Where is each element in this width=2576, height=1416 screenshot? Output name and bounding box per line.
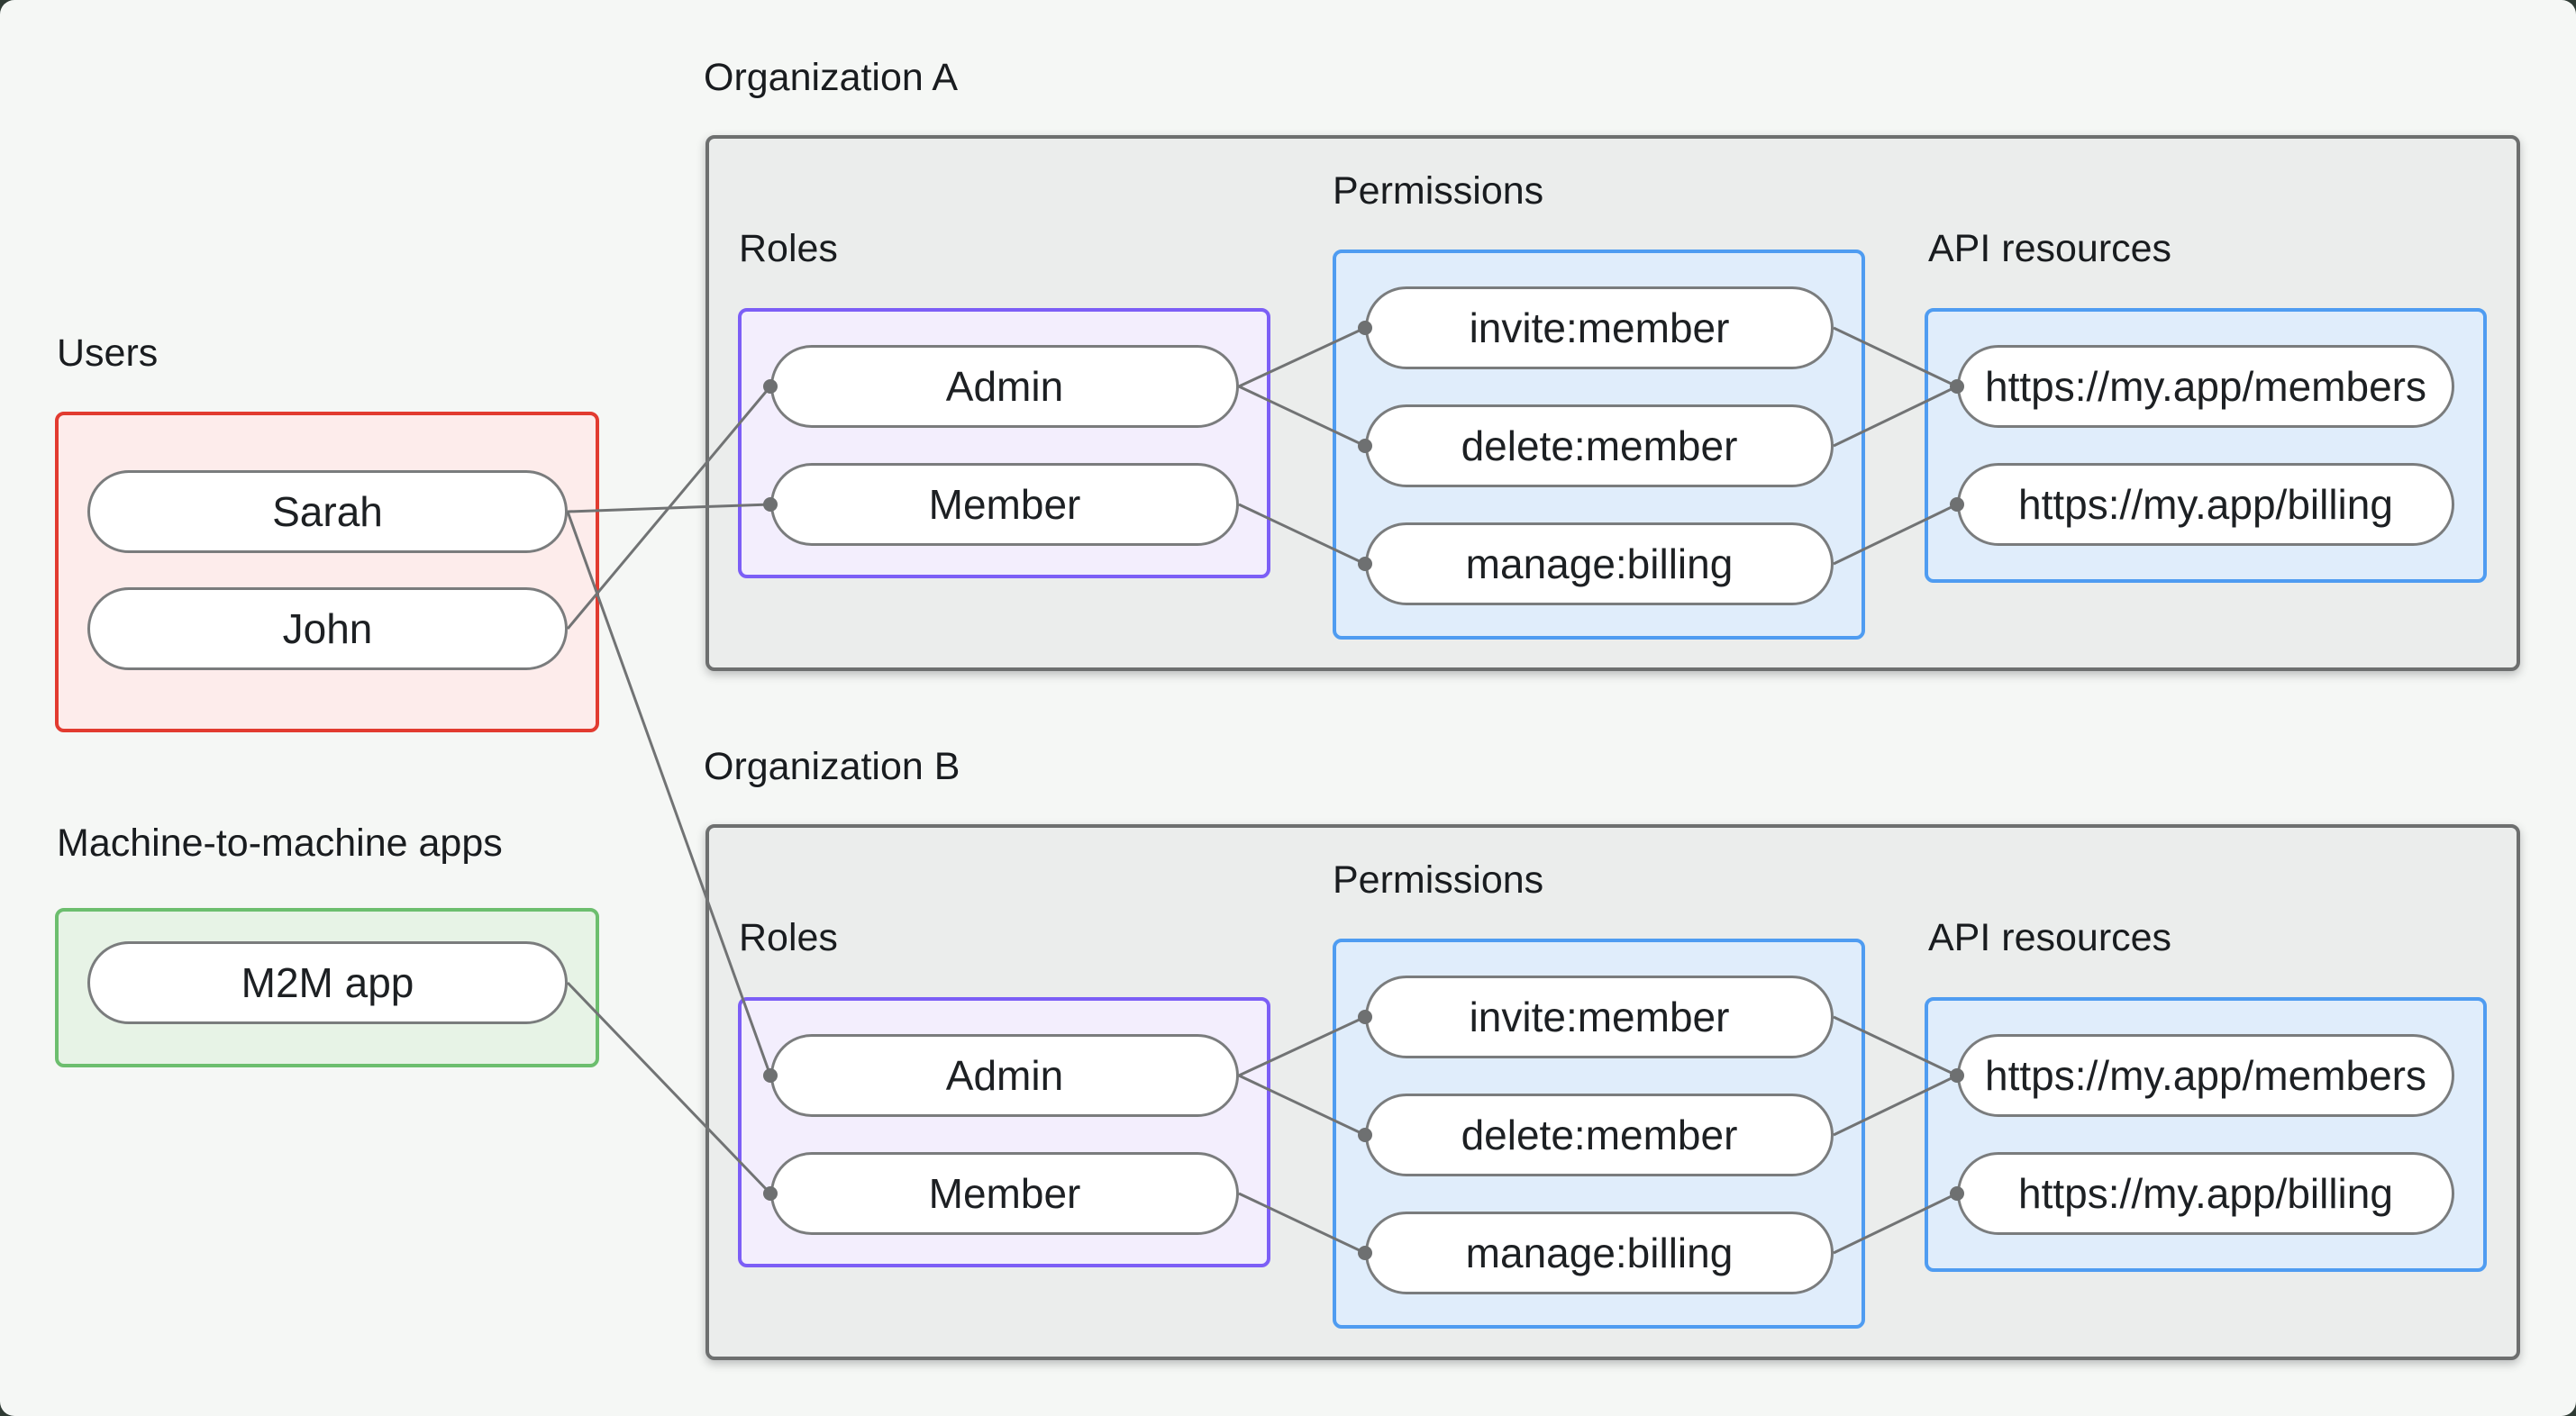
m2m-group-label: Machine-to-machine apps [57,821,503,865]
org-b-permission-pill-invite-member: invite:member [1365,976,1834,1058]
user-pill-john: John [87,587,568,670]
org-a-api-resources-label: API resources [1928,227,2172,270]
org-a-permissions-label: Permissions [1333,169,1544,213]
org-b-api-pill-billing: https://my.app/billing [1957,1152,2454,1235]
org-b-permission-pill-manage-billing: manage:billing [1365,1212,1834,1294]
org-b-permission-pill-delete-member: delete:member [1365,1094,1834,1176]
org-a-title: Organization A [704,56,959,99]
org-a-api-pill-billing: https://my.app/billing [1957,463,2454,546]
org-b-role-pill-member: Member [770,1152,1239,1235]
org-b-roles-label: Roles [739,916,838,959]
org-b-permissions-label: Permissions [1333,858,1544,902]
org-a-permission-pill-delete-member: delete:member [1365,404,1834,487]
org-a-api-pill-members: https://my.app/members [1957,345,2454,428]
org-b-role-pill-admin: Admin [770,1034,1239,1117]
org-a-role-pill-admin: Admin [770,345,1239,428]
org-a-role-pill-member: Member [770,463,1239,546]
m2m-app-pill: M2M app [87,941,568,1024]
users-group-box [55,412,599,732]
org-a-permission-pill-invite-member: invite:member [1365,286,1834,369]
user-pill-sarah: Sarah [87,470,568,553]
org-a-permission-pill-manage-billing: manage:billing [1365,522,1834,605]
org-b-api-pill-members: https://my.app/members [1957,1034,2454,1117]
org-b-api-resources-label: API resources [1928,916,2172,959]
org-a-roles-label: Roles [739,227,838,270]
users-group-label: Users [57,331,159,375]
org-b-title: Organization B [704,745,960,788]
